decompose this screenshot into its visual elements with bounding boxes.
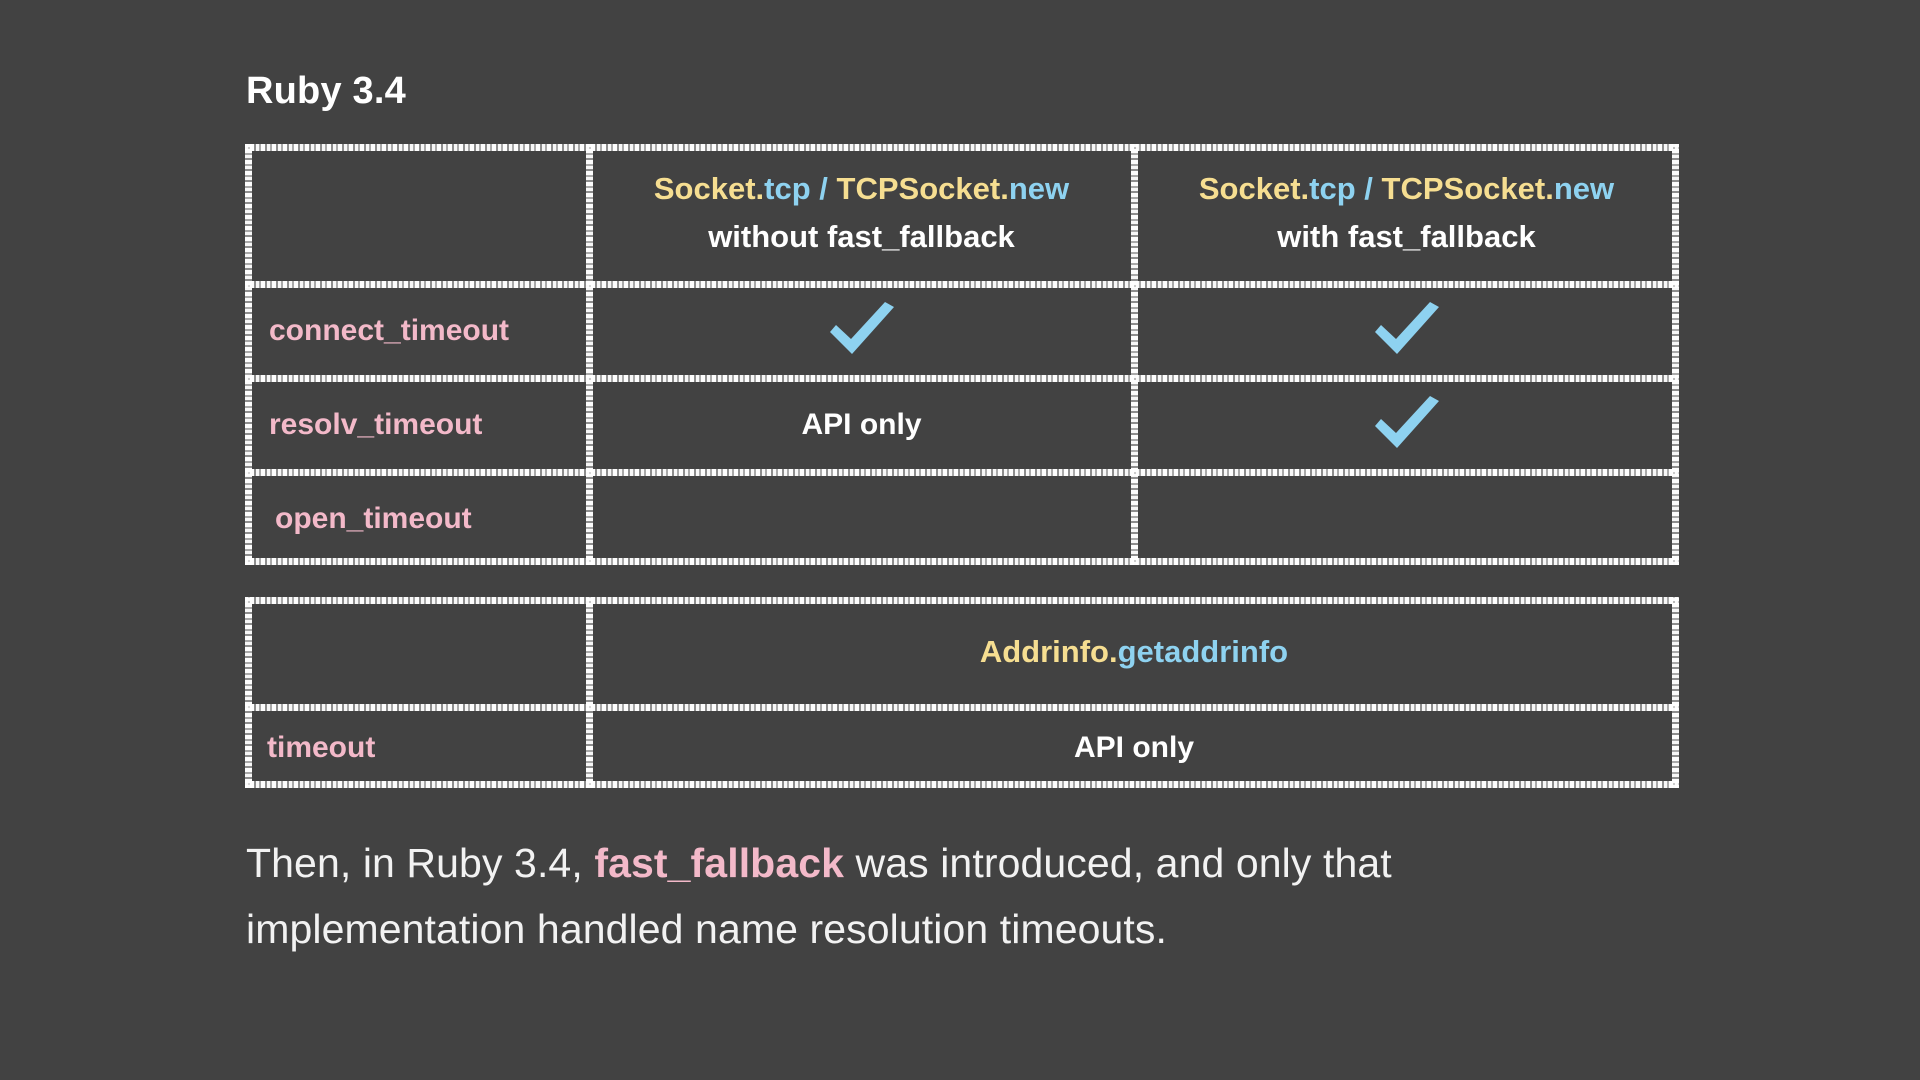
checkmark-icon [1374, 302, 1439, 354]
cell-timeout-getaddrinfo: API only [589, 707, 1679, 788]
api-token-method-2: new [1008, 171, 1070, 207]
table-border-v [245, 144, 252, 565]
table-border-h [245, 144, 1679, 151]
api-label-addrinfo-getaddrinfo: Addrinfo.getaddrinfo [980, 633, 1288, 672]
api-token-class: Socket [653, 171, 756, 207]
table-border-v [586, 597, 593, 788]
cell-resolv-timeout-without-fast-fallback: API only [589, 378, 1134, 472]
table-border-v [1672, 144, 1679, 565]
table-main-header-with-fast-fallback: Socket.tcp / TCPSocket.new with fast_fal… [1134, 144, 1679, 284]
api-token-dot: . [755, 171, 765, 207]
api-label-socket-tcp-tcpsocket-new-2: Socket.tcp / TCPSocket.new [1199, 170, 1614, 209]
api-token-separator: / [1355, 171, 1382, 207]
table-addrinfo-header-corner-cell [245, 597, 589, 707]
api-token-method-2: new [1553, 171, 1615, 207]
table-border-v [1672, 597, 1679, 788]
api-token-class-2: TCPSocket [1381, 171, 1546, 207]
socket-timeout-support-table: Socket.tcp / TCPSocket.new without fast_… [245, 144, 1679, 565]
checkmark-icon [1374, 396, 1439, 448]
caption-highlight-fast-fallback: fast_fallback [594, 840, 845, 886]
api-token-dot-2: . [1545, 171, 1554, 207]
api-token-method: tcp [764, 171, 811, 207]
api-token-method: tcp [1309, 171, 1356, 207]
api-token-class: Socket [1198, 171, 1301, 207]
api-token-class: Addrinfo [979, 633, 1109, 669]
row-label-text: timeout [267, 730, 376, 764]
row-label-text: resolv_timeout [269, 408, 483, 441]
caption-line1-after: was introduced, and only that [844, 840, 1392, 886]
api-token-separator: / [810, 171, 837, 207]
caption-line2: implementation handled name resolution t… [246, 906, 1167, 953]
checkmark-icon [829, 302, 894, 354]
table-border-v [245, 597, 252, 788]
cell-value-api-only: API only [1073, 730, 1194, 764]
cell-connect-timeout-with-fast-fallback [1134, 284, 1679, 378]
table-border-h [245, 781, 1679, 788]
row-label-text: open_timeout [275, 501, 472, 535]
table-addrinfo-header-getaddrinfo: Addrinfo.getaddrinfo [589, 597, 1679, 707]
api-token-dot: . [1109, 633, 1118, 669]
cell-connect-timeout-without-fast-fallback [589, 284, 1134, 378]
api-token-class-2: TCPSocket [836, 171, 1001, 207]
cell-value-api-only: API only [801, 408, 922, 441]
cell-resolv-timeout-with-fast-fallback [1134, 378, 1679, 472]
cell-open-timeout-without-fast-fallback [589, 472, 1134, 565]
table-border-h [245, 281, 1679, 288]
table-border-v [1131, 144, 1138, 565]
api-token-dot: . [1300, 171, 1310, 207]
table-row-label-open-timeout: open_timeout [245, 472, 589, 565]
page-title: Ruby 3.4 [246, 70, 406, 112]
api-token-method: getaddrinfo [1117, 633, 1289, 669]
header-subtitle-without-fast-fallback: without fast_fallback [708, 218, 1015, 254]
table-border-h [245, 704, 1679, 711]
header-subtitle-with-fast-fallback: with fast_fallback [1277, 218, 1536, 254]
table-border-h [245, 375, 1679, 382]
api-label-socket-tcp-tcpsocket-new: Socket.tcp / TCPSocket.new [654, 170, 1069, 209]
caption-text: Then, in Ruby 3.4, fast_fallback was int… [246, 830, 1746, 963]
api-token-dot-2: . [1000, 171, 1009, 207]
table-row-label-resolv-timeout: resolv_timeout [245, 378, 589, 472]
addrinfo-timeout-table: Addrinfo.getaddrinfo timeout API only [245, 597, 1679, 788]
table-border-h [245, 558, 1679, 565]
table-border-h [245, 469, 1679, 476]
caption-line1-before: Then, in Ruby 3.4, [246, 840, 595, 886]
table-border-h [245, 597, 1679, 604]
row-label-text: connect_timeout [269, 314, 510, 347]
table-row-label-timeout: timeout [245, 707, 589, 788]
table-border-v [586, 144, 593, 565]
table-main-header-corner-cell [245, 144, 589, 284]
table-main-header-without-fast-fallback: Socket.tcp / TCPSocket.new without fast_… [589, 144, 1134, 284]
table-row-label-connect-timeout: connect_timeout [245, 284, 589, 378]
cell-open-timeout-with-fast-fallback [1134, 472, 1679, 565]
